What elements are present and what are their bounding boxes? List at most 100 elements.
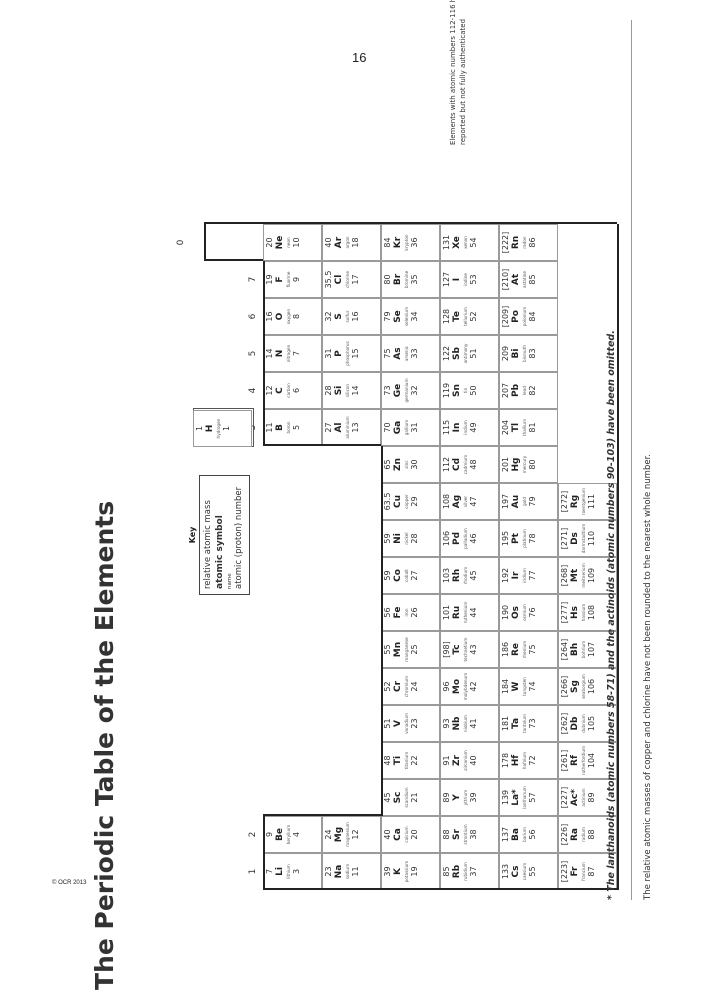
element-number: 14 [351, 385, 360, 396]
element-symbol: Bh [570, 642, 580, 657]
element-symbol: N [275, 349, 285, 358]
element-symbol: Hg [511, 457, 521, 472]
element-symbol: Rh [452, 568, 462, 583]
element-number: 74 [528, 681, 537, 692]
element-mass: [264] [560, 638, 569, 661]
element-number: 37 [469, 866, 478, 877]
group-label: 0 [176, 239, 186, 246]
element-number: 50 [469, 385, 478, 396]
element-number: 6 [292, 387, 301, 394]
element-mass: 59 [383, 570, 392, 581]
element-symbol: Sr [452, 829, 462, 840]
element-mass: 59 [383, 533, 392, 544]
element-symbol: Co [393, 569, 403, 582]
element-mass: 63.5 [383, 492, 392, 511]
element-mass: 9 [265, 831, 274, 838]
element-symbol: Hs [570, 606, 580, 619]
group-label: 1 [248, 868, 258, 875]
element-number: 111 [587, 493, 596, 510]
element-symbol: F [275, 276, 285, 283]
element-symbol: Mt [570, 568, 580, 583]
element-number: 83 [528, 348, 537, 359]
element-symbol: C [275, 387, 285, 394]
element-mass: [261] [560, 749, 569, 772]
element-number: 45 [469, 570, 478, 581]
element-number: 52 [469, 311, 478, 322]
element-number: 51 [469, 348, 478, 359]
element-mass: [268] [560, 564, 569, 587]
element-symbol: Re [511, 642, 521, 657]
element-mass: 80 [383, 274, 392, 285]
element-symbol: Hf [511, 754, 521, 767]
element-mass: [266] [560, 675, 569, 698]
element-number: 88 [587, 829, 596, 840]
element-mass: [271] [560, 527, 569, 550]
element-symbol: Bi [511, 348, 521, 359]
element-symbol: Ru [452, 605, 462, 620]
element-mass: 127 [442, 271, 451, 288]
element-symbol: Rb [452, 864, 462, 879]
element-mass: 23 [324, 866, 333, 877]
copyright-notice: © OCR 2013 [52, 880, 87, 886]
element-mass: 209 [501, 345, 510, 362]
element-mass: 32 [324, 311, 333, 322]
key-name: name [226, 573, 233, 589]
element-number: 108 [587, 604, 596, 621]
element-number: 8 [292, 313, 301, 320]
element-number: 80 [528, 459, 537, 470]
element-symbol: Pt [511, 533, 521, 544]
element-mass: 119 [442, 382, 451, 399]
element-number: 55 [528, 866, 537, 877]
element-symbol: Ge [393, 383, 403, 398]
element-symbol: Fe [393, 606, 403, 619]
element-symbol: Os [511, 606, 521, 620]
element-mass: 115 [442, 419, 451, 436]
element-mass: 207 [501, 382, 510, 399]
element-mass: [227] [560, 786, 569, 809]
element-symbol: Br [393, 273, 403, 286]
element-mass: [210] [501, 268, 510, 291]
element-number: 23 [410, 718, 419, 729]
element-number: 31 [410, 422, 419, 433]
element-symbol: Sc [393, 791, 403, 804]
element-symbol: Li [275, 867, 285, 876]
element-mass: 186 [501, 641, 510, 658]
element-symbol: Mn [393, 641, 403, 658]
key-title: Key [188, 526, 197, 544]
element-mass: 93 [442, 718, 451, 729]
element-mass: 101 [442, 604, 451, 621]
element-mass: 108 [442, 493, 451, 510]
element-number: 73 [528, 718, 537, 729]
element-symbol: Ca [393, 828, 403, 841]
element-mass: 70 [383, 422, 392, 433]
footnote-masses: The relative atomic masses of copper and… [643, 454, 653, 900]
element-number: 10 [292, 237, 301, 248]
key-atomic-symbol: atomic symbol [215, 515, 226, 589]
outline-top-left [263, 816, 265, 890]
element-mass: 40 [324, 237, 333, 248]
element-mass: 89 [442, 792, 451, 803]
element-symbol: Zr [452, 755, 462, 766]
element-symbol: P [334, 350, 344, 357]
element-mass: 65 [383, 459, 392, 470]
element-symbol: Na [334, 864, 344, 879]
element-number: 4 [292, 831, 301, 838]
element-symbol: Pb [511, 383, 521, 398]
element-number: 13 [351, 422, 360, 433]
element-number: 25 [410, 644, 419, 655]
element-symbol: Se [393, 310, 403, 323]
